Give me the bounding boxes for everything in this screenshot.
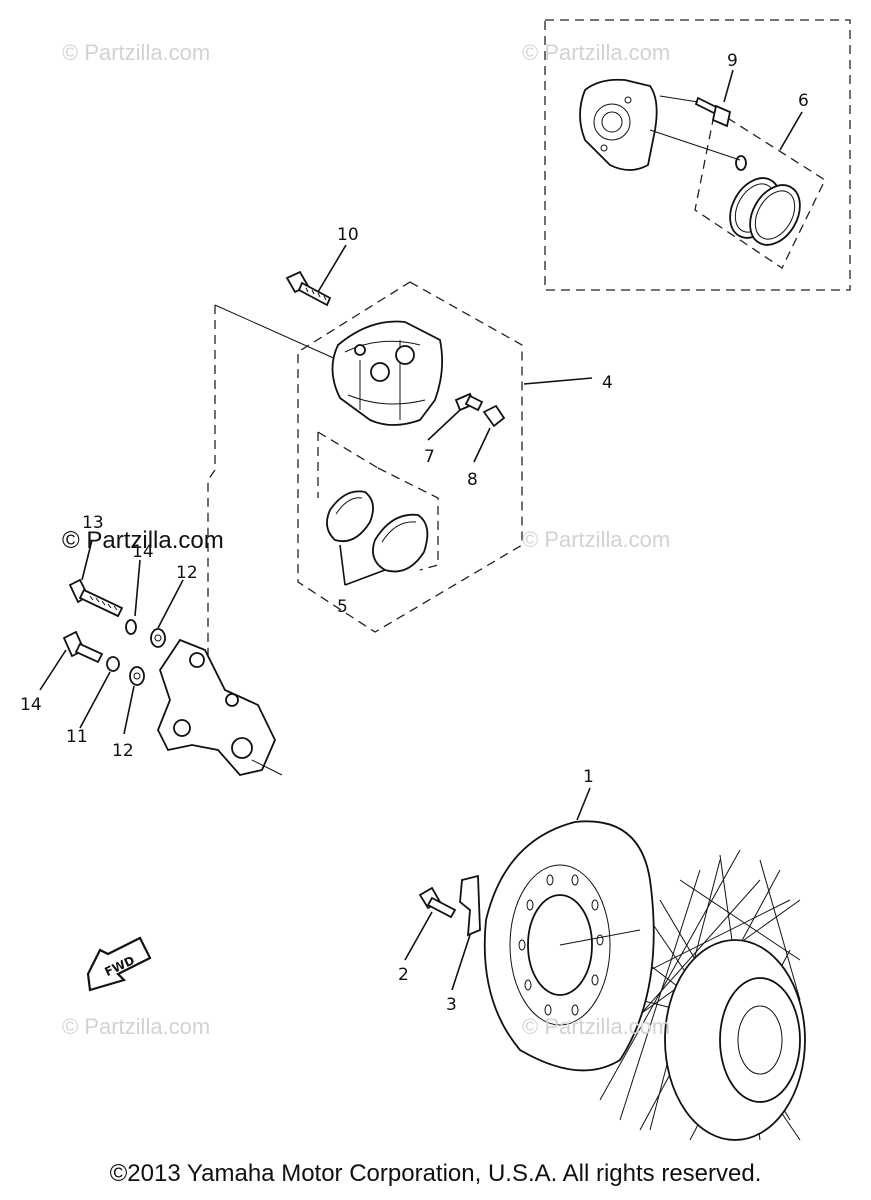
callout-12-bottom: 12 [112,741,134,761]
watermark: © Partzilla.com [62,40,211,65]
brake-disc-group [404,787,806,1141]
callout-7: 7 [424,447,435,467]
callout-13: 13 [82,513,104,533]
callout-6: 6 [798,91,809,111]
caliper-bracket-group [39,539,283,776]
callout-9: 9 [727,51,738,71]
watermark: © Partzilla.com [522,1014,671,1039]
callout-14-top: 14 [132,542,154,562]
callout-11: 11 [66,727,88,747]
callout-4: 4 [602,373,613,393]
watermark: © Partzilla.com [62,527,224,554]
watermark: © Partzilla.com [62,1014,211,1039]
caliper-assembly [207,69,803,660]
callout-14-bottom: 14 [20,695,42,715]
callout-5: 5 [337,597,348,617]
callout-3: 3 [446,995,457,1015]
inset-seal-kit [544,19,851,291]
watermark: © Partzilla.com [522,40,671,65]
callout-10: 10 [337,225,359,245]
callout-2: 2 [398,965,409,985]
callout-8: 8 [467,470,478,490]
callout-1: 1 [583,767,594,787]
callout-12-top: 12 [176,563,198,583]
forward-arrow-icon: FWD [86,936,152,992]
watermark: © Partzilla.com [522,527,671,552]
copyright-notice: ©2013 Yamaha Motor Corporation, U.S.A. A… [109,1160,762,1187]
